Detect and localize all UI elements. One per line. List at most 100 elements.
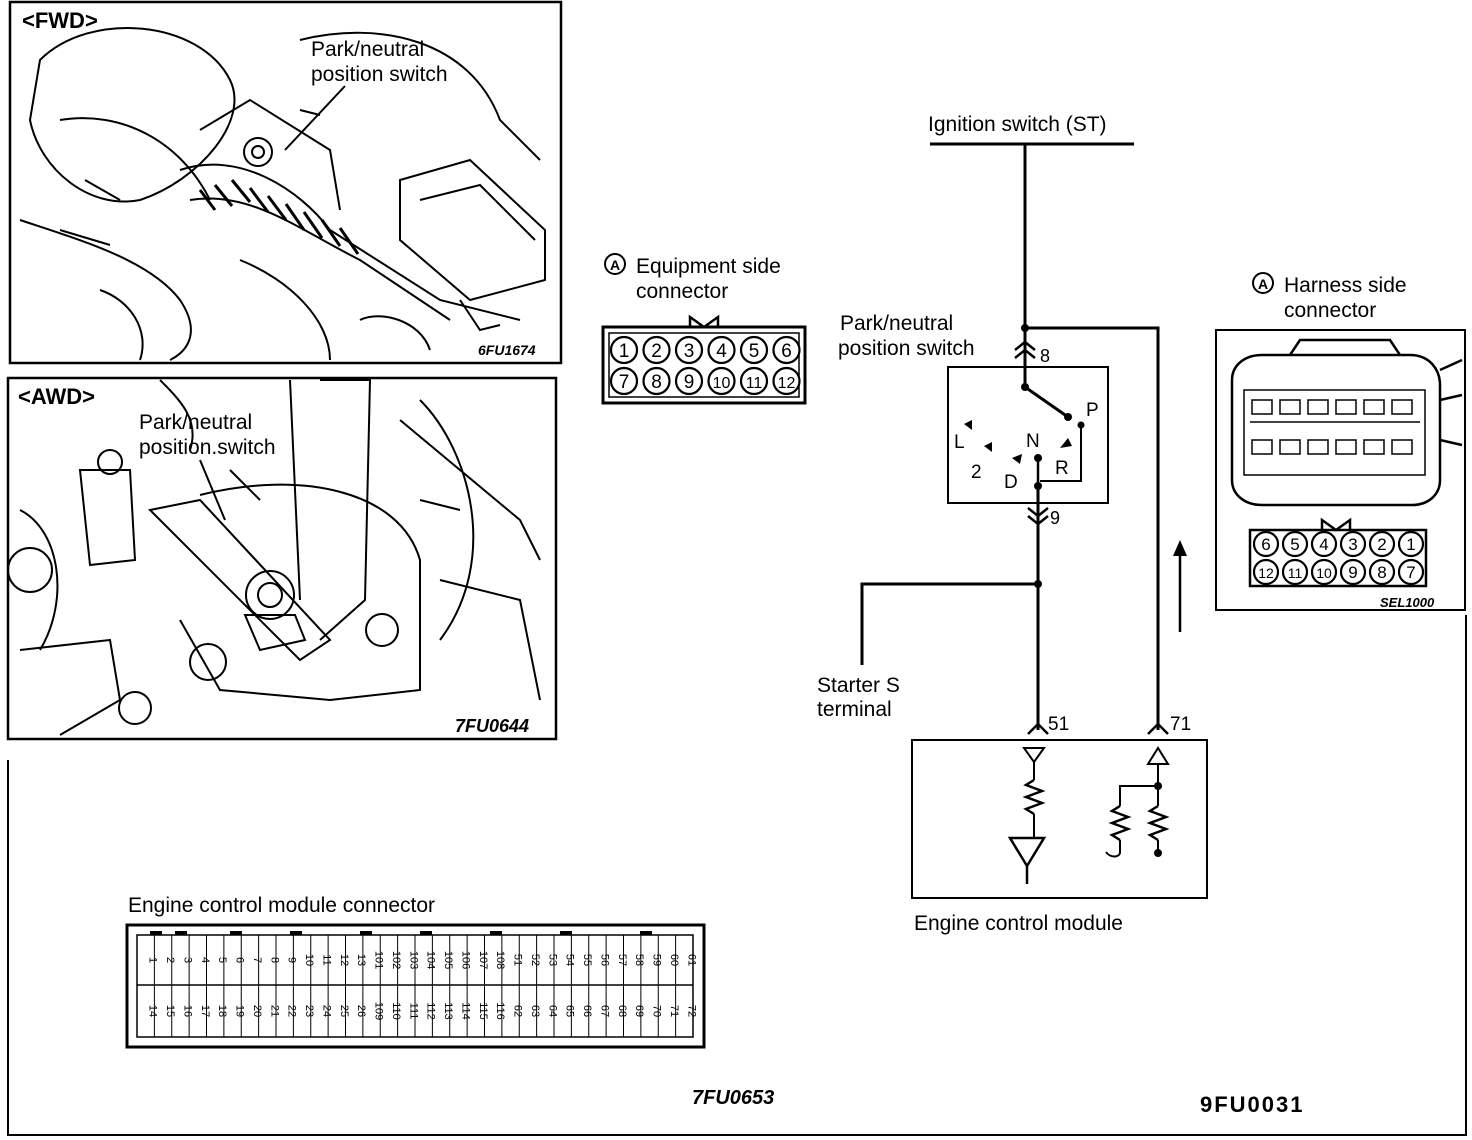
harness-key-tab (1320, 517, 1352, 532)
ecm-pin-label: 60 (668, 954, 680, 966)
ecm-input-buffer-51 (1022, 747, 1046, 764)
harness-connector-body (1248, 528, 1428, 588)
connector-pin-label: 8 (1377, 563, 1386, 582)
ignition-switch-label: Ignition switch (ST) (928, 113, 1107, 136)
figure-code: 9FU0031 (1200, 1092, 1305, 1117)
connector-pin-label: 11 (1288, 565, 1303, 581)
connector-pin-circle (739, 335, 769, 365)
ecm-71-resistor-a (1108, 804, 1132, 842)
ecm-pin-label: 66 (581, 1005, 593, 1017)
awd-switch-label-line1: Park/neutral (139, 411, 252, 434)
position-n: N (1026, 431, 1040, 452)
ecm-key-notch (490, 931, 502, 935)
connector-pin-label: 1 (619, 341, 630, 362)
connector-pin-circle (707, 335, 736, 365)
ecm-feed-wire-71 (1025, 326, 1160, 730)
ecm-box (911, 739, 1208, 899)
connector-pin-circle (1397, 558, 1425, 586)
fwd-tag: <FWD> (22, 8, 98, 33)
connector-pin-label: 2 (651, 341, 662, 362)
connector-pin-label: 2 (1377, 535, 1386, 554)
connector-pin-circle (674, 366, 704, 396)
ecm-pin-label: 3 (181, 957, 193, 963)
ecm-connector-title: Engine control module connector (128, 894, 435, 917)
harness-marker: A (1258, 276, 1268, 292)
ecm-pin-label: 115 (477, 1002, 489, 1020)
ecm-pin-label: 108 (494, 951, 506, 969)
ecm-connector: Engine control module connector 11421531… (125, 894, 706, 1049)
ecm-pin-label: 110 (390, 1002, 402, 1020)
ecm-pin-label: 105 (442, 951, 454, 969)
fwd-leader-line (284, 85, 346, 151)
connector-pin-8-symbol (1014, 340, 1036, 359)
ecm-connector-cells: 1142153164175186197208219221023112412251… (147, 931, 697, 1037)
ecm-label: Engine control module (914, 912, 1123, 935)
connector-pin-circle (1397, 530, 1425, 558)
harness-marker-circle (1252, 272, 1274, 294)
connector-pin-circle (642, 366, 671, 396)
awd-panel: <AWD> Park/neutral position.switch 7FU06… (6, 376, 558, 741)
ecm-pin-label: 25 (338, 1005, 350, 1017)
position-2: 2 (971, 462, 982, 483)
fwd-panel-frame (8, 0, 563, 365)
ecm-pin-label: 70 (651, 1005, 663, 1017)
ecm-pin-label: 16 (181, 1005, 193, 1017)
ecm-key-notch (175, 931, 187, 935)
ecm-pin-label: 114 (459, 1002, 471, 1020)
ecm-pin-label: 65 (564, 1005, 576, 1017)
ecm-pin-label: 21 (268, 1005, 280, 1017)
ecm-pin-label: 15 (164, 1005, 176, 1017)
ecm-pin-label: 61 (685, 954, 697, 966)
ecm-pin-label: 71 (668, 1005, 680, 1017)
equipment-title-line2: connector (636, 280, 728, 303)
ecm-pin-label: 18 (216, 1005, 228, 1017)
ecm-pin-label: 69 (633, 1005, 645, 1017)
starter-label-line1: Starter S (817, 674, 900, 697)
ecm-pin-label: 23 (303, 1005, 315, 1017)
awd-switch-label-line2: position.switch (139, 436, 276, 459)
fwd-code: 6FU1674 (478, 342, 536, 358)
connector-pin-circle (1310, 530, 1338, 558)
ecm-pin-51-symbol (1027, 722, 1049, 735)
equipment-marker-circle (604, 253, 626, 275)
connector-pin-label: 3 (684, 341, 695, 362)
ecm-pin-label: 1 (147, 957, 159, 963)
ecm-pin-label: 57 (616, 954, 628, 966)
connector-pin-circle (609, 335, 639, 365)
ecm-pin-label: 104 (425, 951, 437, 969)
ecm-71-branch (1119, 785, 1158, 806)
ecm-key-notch (230, 931, 242, 935)
equipment-connector-inner (608, 332, 800, 398)
connector-pin-label: 11 (746, 375, 763, 392)
awd-tag: <AWD> (18, 384, 95, 409)
ecm-pin-label: 14 (147, 1005, 159, 1017)
ecm-pin-label: 5 (216, 957, 228, 963)
ecm-pin-label: 19 (234, 1005, 246, 1017)
position-p: P (1086, 400, 1099, 421)
connector-pin-circle (642, 335, 671, 365)
connector-pin-label: 7 (619, 372, 630, 393)
connector-pin-circle (707, 366, 736, 396)
ecm-71-supply-node (1154, 849, 1162, 857)
ecm-71-resistor-b (1146, 804, 1170, 842)
fwd-switch-label-line2: position switch (311, 63, 448, 86)
awd-leader-line (199, 459, 226, 521)
ecm-pin-label: 62 (512, 1005, 524, 1017)
connector-pin-label: 6 (781, 341, 792, 362)
ecm-pin-51-label: 51 (1048, 714, 1069, 735)
circuit: Ignition switch (ST) 8 Park/neutral posi… (817, 113, 1208, 935)
connector-pin-label: 10 (713, 375, 731, 392)
harness-title-line2: connector (1284, 299, 1376, 322)
ecm-pin-label: 59 (651, 954, 663, 966)
ecm-pin-label: 4 (199, 957, 211, 963)
ecm-pin-label: 102 (390, 951, 402, 969)
harness-title-line1: Harness side (1284, 274, 1407, 297)
ecm-pin-label: 22 (286, 1005, 298, 1017)
pin-9-label: 9 (1050, 508, 1060, 528)
ecm-pin-label: 10 (303, 954, 315, 966)
connector-pin-9-symbol (1027, 507, 1049, 526)
